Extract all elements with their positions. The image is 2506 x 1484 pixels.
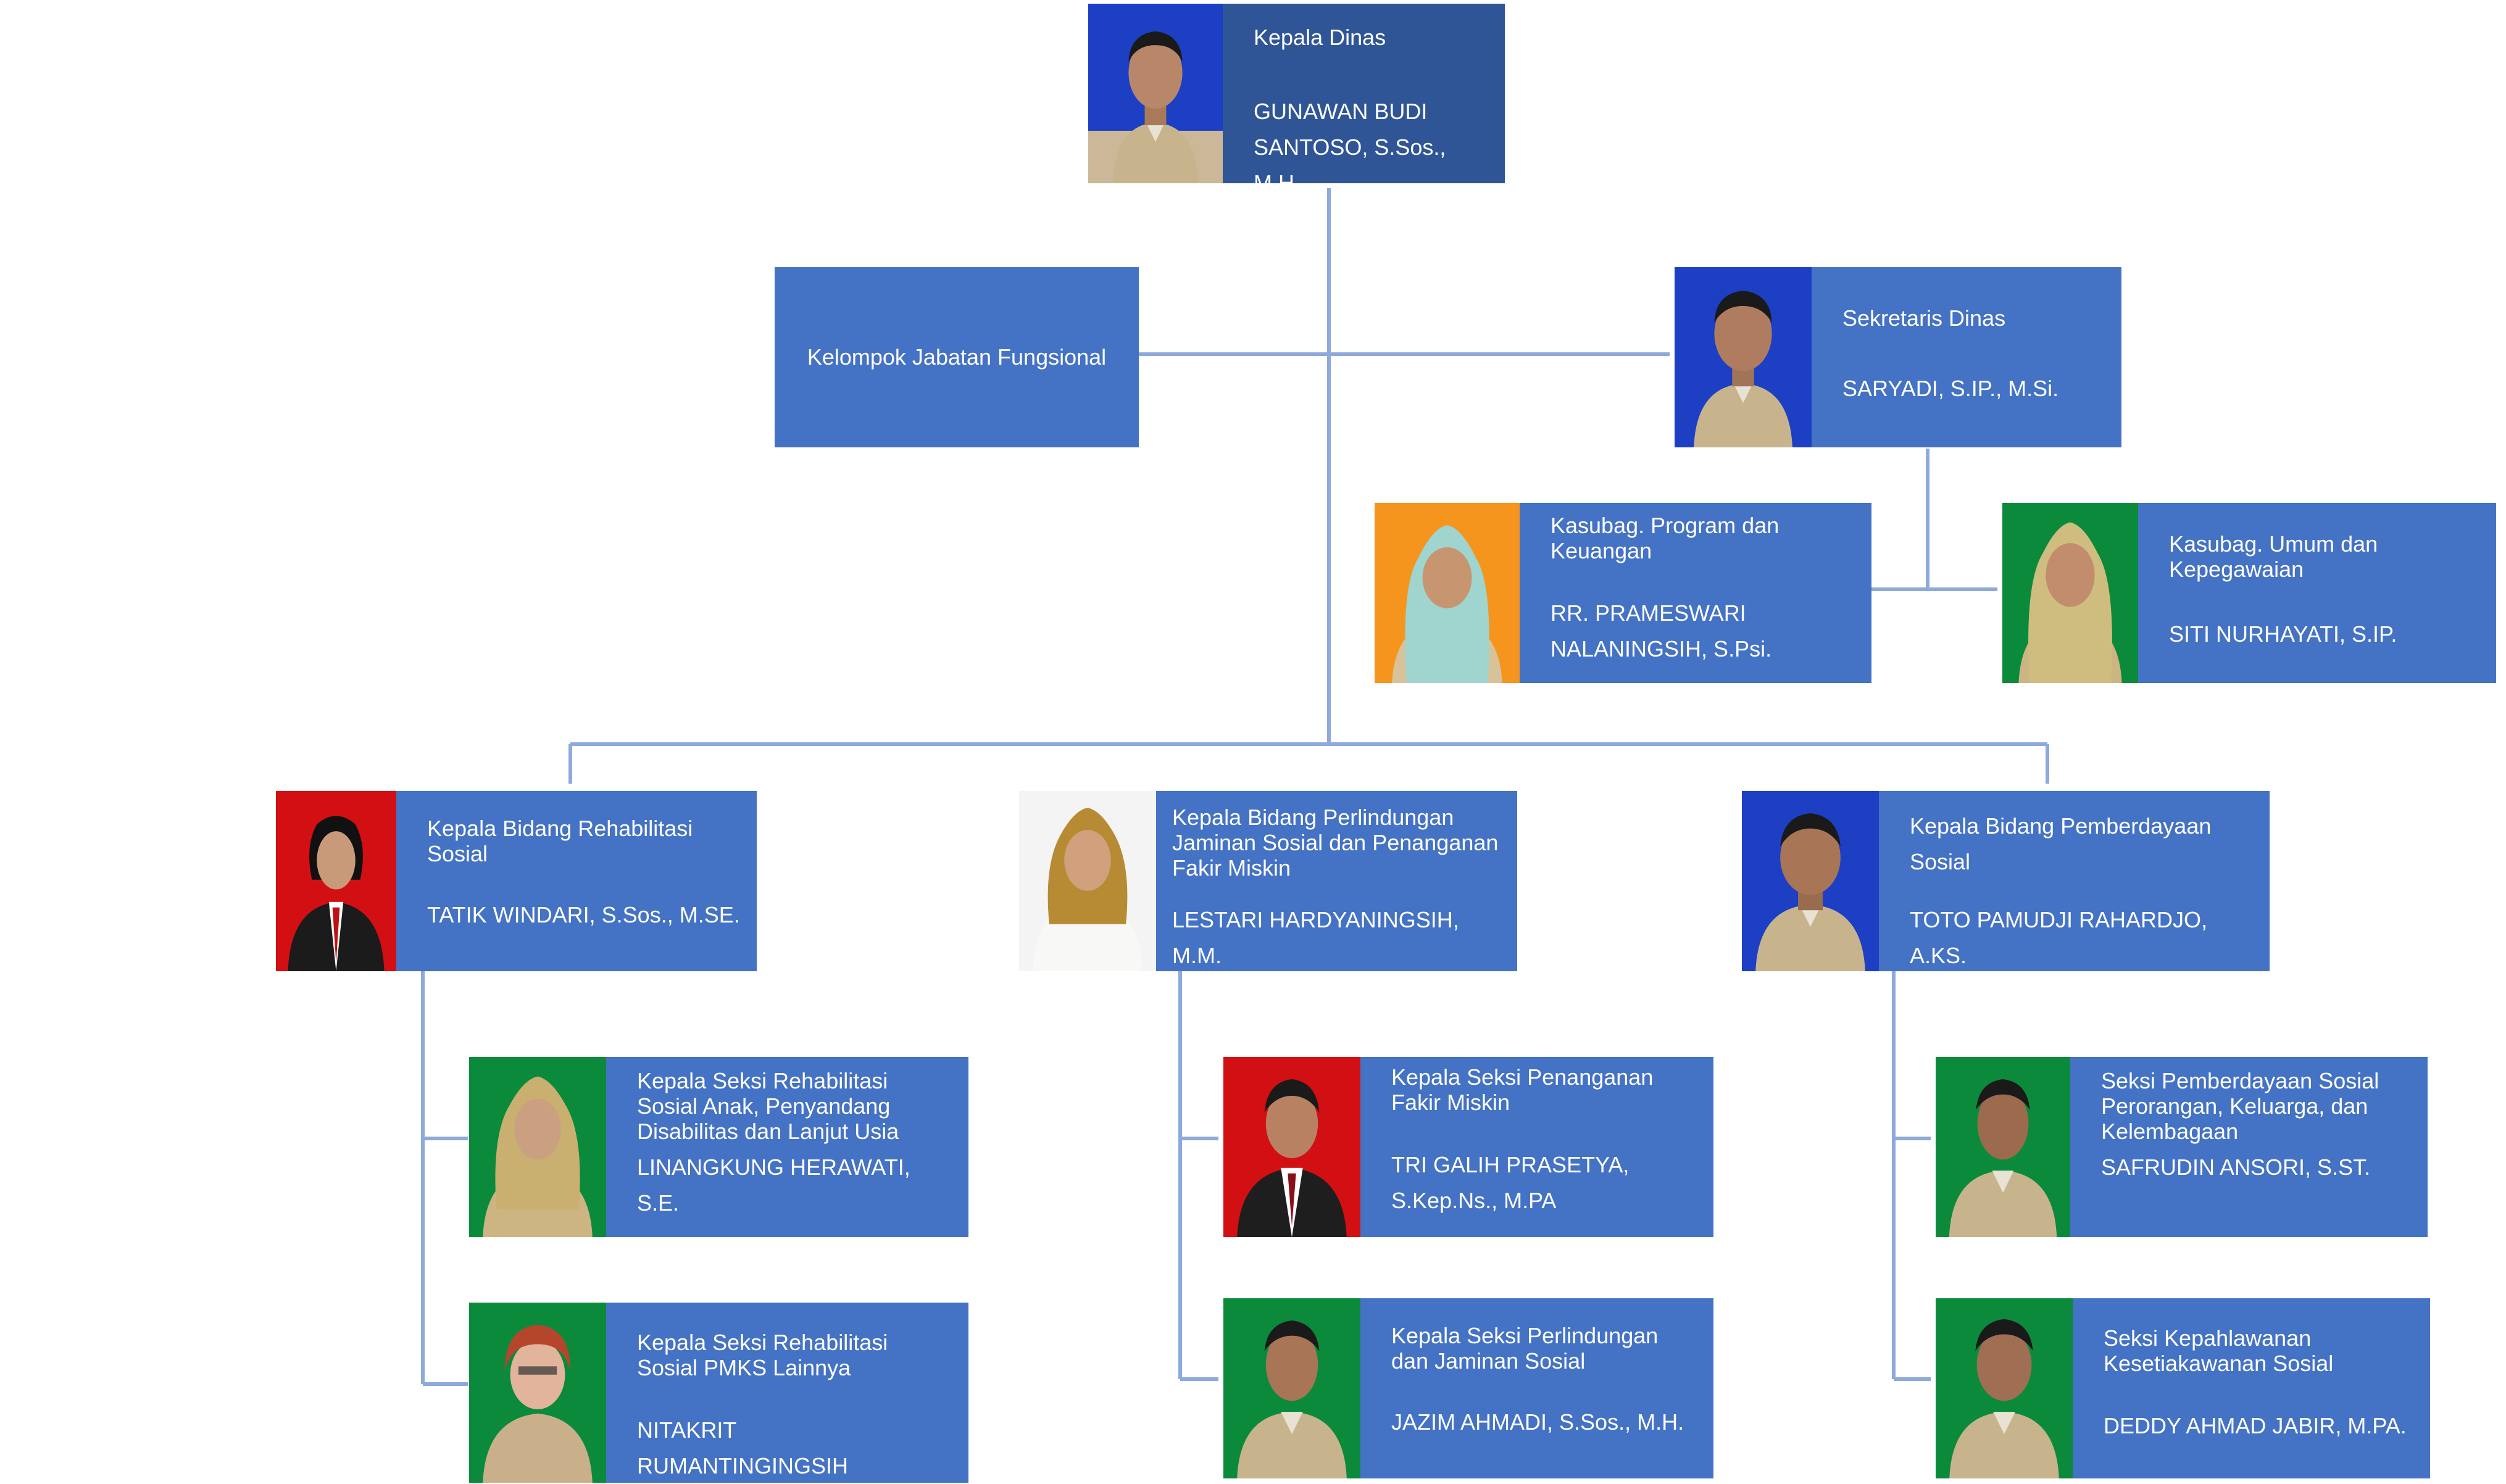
node-name: DEDDY AHMAD JABIR, M.PA.	[2104, 1413, 2407, 1438]
node-kasi-fakir[interactable]: Kepala Seksi Penanganan Fakir Miskin TRI…	[1223, 1057, 1713, 1237]
node-title: Sekretaris Dinas	[1842, 305, 2006, 331]
node-title: Kepala Seksi Rehabilitasi Sosial PMKS La…	[637, 1330, 888, 1380]
avatar	[1936, 1057, 2070, 1237]
node-fungsional[interactable]: Kelompok Jabatan Fungsional	[775, 267, 1139, 447]
avatar	[1019, 791, 1156, 971]
node-kasi-rehab-pmks[interactable]: Kepala Seksi Rehabilitasi Sosial PMKS La…	[469, 1303, 968, 1483]
node-name: TOTO PAMUDJI RAHARDJO, A.KS.	[1910, 907, 2208, 968]
node-name: SAFRUDIN ANSORI, S.ST.	[2101, 1154, 2371, 1180]
avatar	[1936, 1298, 2073, 1478]
node-kasi-linjam[interactable]: Kepala Seksi Perlindungan dan Jaminan So…	[1223, 1298, 1713, 1478]
avatar	[1223, 1298, 1360, 1478]
node-title: Seksi Pemberdayaan Sosial Perorangan, Ke…	[2101, 1068, 2379, 1144]
node-kepala-dinas[interactable]: Kepala Dinas GUNAWAN BUDI SANTOSO, S.Sos…	[1088, 4, 1505, 196]
node-name: NITAKRIT RUMANTINGINGSIH	[637, 1417, 848, 1478]
node-name: SITI NURHAYATI, S.IP.	[2169, 621, 2397, 647]
avatar	[469, 1303, 606, 1483]
node-name: GUNAWAN BUDI SANTOSO, S.Sos., M.H.	[1254, 99, 1446, 196]
node-name: TATIK WINDARI, S.Sos., M.SE.	[427, 902, 740, 927]
node-title: Kepala Seksi Rehabilitasi Sosial Anak, P…	[637, 1068, 899, 1144]
node-name: LINANGKUNG HERAWATI, S.E.	[637, 1154, 910, 1216]
avatar	[1375, 503, 1520, 683]
node-kasubag-program[interactable]: Kasubag. Program dan Keuangan RR. PRAMES…	[1375, 503, 1871, 683]
avatar	[2002, 503, 2138, 683]
node-name: RR. PRAMESWARI NALANINGSIH, S.Psi.	[1551, 600, 1772, 661]
node-name: LESTARI HARDYANINGSIH, M.M.	[1172, 907, 1459, 968]
avatar	[469, 1057, 606, 1237]
node-title: Kasubag. Umum dan Kepegawaian	[2169, 531, 2378, 582]
node-title: Kepala Bidang Pemberdayaan Sosial	[1910, 813, 2212, 874]
node-title: Seksi Kepahlawanan Kesetiakawanan Sosial	[2104, 1325, 2334, 1376]
node-title: Kasubag. Program dan Keuangan	[1551, 513, 1780, 563]
avatar	[1223, 1057, 1360, 1237]
node-kabid-rehab[interactable]: Kepala Bidang Rehabilitasi Sosial TATIK …	[276, 791, 757, 971]
node-title: Kepala Seksi Perlindungan dan Jaminan So…	[1391, 1323, 1659, 1374]
node-seksi-pahlawan[interactable]: Seksi Kepahlawanan Kesetiakawanan Sosial…	[1936, 1298, 2430, 1478]
node-name: SARYADI, S.IP., M.Si.	[1842, 376, 2059, 401]
node-seksi-daya[interactable]: Seksi Pemberdayaan Sosial Perorangan, Ke…	[1936, 1057, 2428, 1237]
node-sekretaris[interactable]: Sekretaris Dinas SARYADI, S.IP., M.Si.	[1675, 267, 2121, 447]
node-title: Kepala Bidang Perlindungan Jaminan Sosia…	[1172, 805, 1499, 881]
node-kasi-rehab-anak[interactable]: Kepala Seksi Rehabilitasi Sosial Anak, P…	[469, 1057, 968, 1237]
node-kasubag-umum[interactable]: Kasubag. Umum dan Kepegawaian SITI NURHA…	[2002, 503, 2496, 683]
node-kabid-linjamsos[interactable]: Kepala Bidang Perlindungan Jaminan Sosia…	[1019, 791, 1517, 971]
node-title: Kelompok Jabatan Fungsional	[807, 344, 1107, 370]
node-title: Kepala Seksi Penanganan Fakir Miskin	[1391, 1064, 1654, 1115]
node-title: Kepala Dinas	[1254, 25, 1386, 50]
avatar	[1742, 791, 1879, 971]
avatar	[276, 791, 396, 971]
node-title: Kepala Bidang Rehabilitasi Sosial	[427, 816, 693, 866]
node-name: JAZIM AHMADI, S.Sos., M.H.	[1391, 1409, 1684, 1435]
avatar	[1675, 267, 1812, 447]
node-kabid-daya[interactable]: Kepala Bidang Pemberdayaan Sosial TOTO P…	[1742, 791, 2270, 971]
node-name: TRI GALIH PRASETYA, S.Kep.Ns., M.PA	[1391, 1152, 1630, 1213]
avatar	[1088, 4, 1223, 183]
